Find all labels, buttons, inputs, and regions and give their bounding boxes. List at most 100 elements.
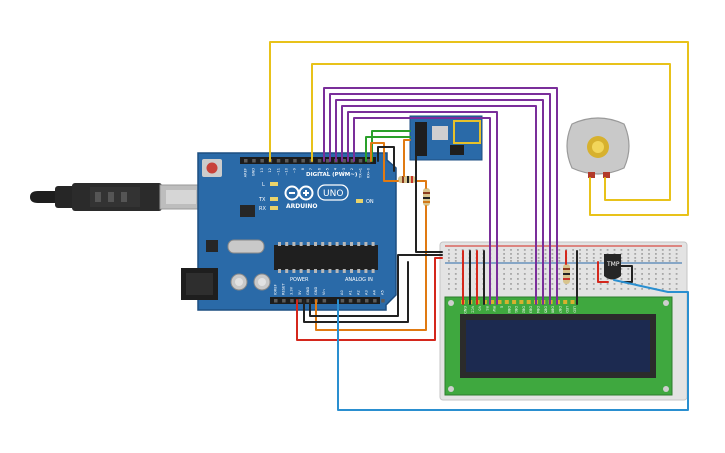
lcd-pin-label: DB6 xyxy=(551,306,555,313)
lcd-pin[interactable] xyxy=(504,300,509,304)
digital-header-label: DIGITAL (PWM~) xyxy=(306,172,358,178)
atmega-pins xyxy=(278,242,375,273)
header-pin[interactable] xyxy=(340,299,345,303)
header-pin[interactable] xyxy=(348,299,353,303)
digital-pin[interactable] xyxy=(293,159,297,163)
header-pin[interactable] xyxy=(282,299,286,303)
led-tx xyxy=(270,197,278,201)
esp-chip xyxy=(432,126,448,140)
lcd-pin[interactable] xyxy=(570,300,575,304)
wire-purple xyxy=(323,87,558,305)
motor-terminal xyxy=(588,172,595,178)
digital-pin[interactable] xyxy=(260,159,264,163)
esp8266-module[interactable] xyxy=(409,115,483,161)
wire-purple xyxy=(341,105,537,305)
wire-yellow xyxy=(311,63,671,201)
header-pin[interactable] xyxy=(365,299,369,303)
uno-badge xyxy=(317,184,349,201)
lcd-pin[interactable] xyxy=(563,300,568,304)
digital-pin[interactable] xyxy=(358,159,363,163)
lcd-pin-label: DB7 xyxy=(558,306,562,313)
digital-pin-label: ~5 xyxy=(326,168,330,173)
digital-pin-label: ~9 xyxy=(293,167,297,173)
digital-pin-label: GND xyxy=(252,168,256,176)
led-on xyxy=(356,199,363,203)
lcd-pin[interactable] xyxy=(512,300,517,304)
header-pin-label: A2 xyxy=(356,290,360,295)
digital-pin-label: 7 xyxy=(309,168,313,170)
header-pin[interactable] xyxy=(381,299,385,303)
uno-label: UNO xyxy=(323,189,343,199)
wire-orange xyxy=(403,139,411,177)
digital-pin[interactable] xyxy=(342,159,346,163)
chip xyxy=(240,205,255,217)
usb-cable xyxy=(30,183,203,211)
header-pin[interactable] xyxy=(274,299,278,303)
header-pin-label: Vin xyxy=(322,289,326,295)
motor-terminal xyxy=(603,172,610,178)
lcd-pin-label: DB1 xyxy=(514,306,518,313)
digital-pin[interactable] xyxy=(326,159,330,163)
wire-black xyxy=(377,146,395,172)
digital-pin[interactable] xyxy=(285,159,289,163)
led-rx xyxy=(270,206,278,210)
lcd-pin[interactable] xyxy=(526,300,531,304)
lcd-pin[interactable] xyxy=(490,300,495,304)
header-pin-label: A3 xyxy=(365,290,369,295)
temperature-sensor[interactable]: TMP xyxy=(604,254,621,280)
resistor xyxy=(563,264,570,284)
lcd-pin-label: RW xyxy=(492,306,496,312)
header-pin[interactable] xyxy=(322,299,327,303)
lcd-pin-label: LED xyxy=(565,306,569,313)
lcd-pin-label: E xyxy=(500,306,504,308)
lcd-pin[interactable] xyxy=(497,300,502,304)
power-label: POWER xyxy=(290,277,309,283)
lcd-pin-label: DB4 xyxy=(536,306,540,313)
lcd-pin-label: GND xyxy=(463,306,467,314)
header-pin-label: 3.3V xyxy=(290,286,294,295)
led-rx-label: RX xyxy=(259,206,266,212)
wire-green xyxy=(365,136,411,162)
dc-motor[interactable] xyxy=(566,117,630,178)
digital-pin[interactable] xyxy=(276,159,281,163)
analog-label: ANALOG IN xyxy=(345,277,373,283)
lcd-pin[interactable] xyxy=(519,300,524,304)
lcd-pin-label: RS xyxy=(485,306,489,311)
lcd-screen xyxy=(466,320,650,372)
wire-purple xyxy=(353,117,491,305)
header-pin-label: A0 xyxy=(340,290,344,295)
digital-pin-label: 8 xyxy=(301,167,305,170)
atmega-chip xyxy=(274,245,378,270)
digital-pin-label: ~6 xyxy=(317,167,321,173)
header-pin-label: A5 xyxy=(381,290,385,295)
wire-blue xyxy=(337,279,689,411)
digital-pin[interactable] xyxy=(317,159,322,163)
lcd-pin-label: VCC xyxy=(470,306,474,314)
esp-antenna xyxy=(453,120,481,144)
digital-pin[interactable] xyxy=(350,159,355,163)
digital-header xyxy=(240,157,376,164)
digital-pin[interactable] xyxy=(252,159,256,163)
digital-pin-label: ~10 xyxy=(285,167,289,175)
header-pin[interactable] xyxy=(306,299,310,303)
lcd-pin-label: V0 xyxy=(478,306,482,310)
on-label: ON xyxy=(366,199,374,205)
header-pin[interactable] xyxy=(298,299,302,303)
digital-pin[interactable] xyxy=(301,159,305,163)
digital-pin-label: ~3 xyxy=(342,168,346,173)
digital-pin-label: RX←0 xyxy=(367,167,371,178)
led-tx-label: TX xyxy=(258,197,266,203)
wire-purple xyxy=(329,93,551,305)
lcd-pin-label: DB3 xyxy=(529,306,533,313)
header-pin[interactable] xyxy=(373,299,377,303)
digital-pin-label: 12 xyxy=(268,168,272,173)
header-pin[interactable] xyxy=(290,299,294,303)
digital-pin[interactable] xyxy=(244,159,248,163)
chip xyxy=(206,240,218,252)
esp-flash-chip xyxy=(450,145,464,155)
header-pin[interactable] xyxy=(356,299,361,303)
digital-pin[interactable] xyxy=(367,159,371,163)
